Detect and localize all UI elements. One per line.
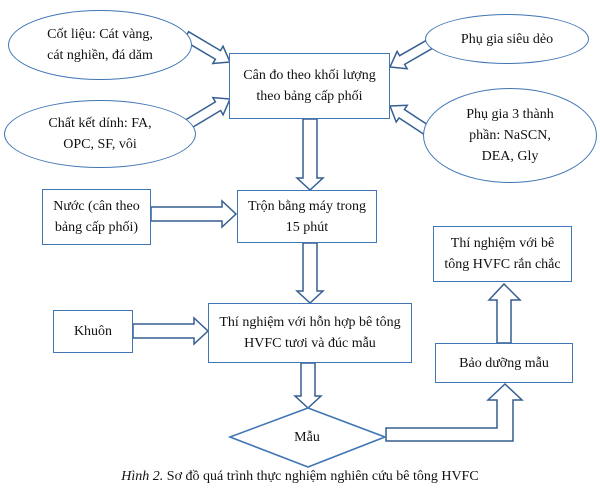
node-binder-label: Chất kết dính: FA, OPC, SF, vôi xyxy=(48,116,152,152)
node-sample: Mẫu xyxy=(257,423,357,451)
arrow-water-to-mix-icon xyxy=(150,199,238,229)
node-superplasticizer: Phụ gia siêu dẻo xyxy=(425,14,589,64)
node-mold: Khuôn xyxy=(53,310,133,353)
node-aggregate-label: Cốt liệu: Cát vàng, cát nghiền, đá dăm xyxy=(47,27,153,63)
arrow-binder-to-weigh-icon xyxy=(181,96,232,132)
node-binder: Chất kết dính: FA, OPC, SF, vôi xyxy=(4,100,196,168)
arrow-mold-to-fresh-test-icon xyxy=(132,316,210,346)
node-water-label: Nước (cân theo bảng cấp phối) xyxy=(53,199,140,235)
node-mix-label: Trộn bằng máy trong 15 phút xyxy=(247,198,367,235)
arrow-mix-to-fresh-test-icon xyxy=(295,242,325,305)
node-water: Nước (cân theo bảng cấp phối) xyxy=(42,189,151,245)
figure-caption-number: Hình 2. xyxy=(121,469,164,484)
arrow-superplasticizer-to-weigh-icon xyxy=(388,38,434,70)
node-mix: Trộn bằng máy trong 15 phút xyxy=(237,190,377,243)
node-ternary-admixture-label: Phụ gia 3 thành phần: NaSCN, DEA, Gly xyxy=(466,107,554,164)
figure-caption-text: Sơ đồ quá trình thực nghiệm nghiên cứu b… xyxy=(163,469,479,484)
arrow-sample-to-curing-icon xyxy=(385,382,524,442)
node-fresh-test: Thí nghiệm với hỗn hợp bê tông HVFC tươi… xyxy=(208,303,412,363)
node-hardened-test-label: Thí nghiệm với bê tông HVFC rắn chắc xyxy=(444,236,561,272)
arrow-aggregate-to-weigh-icon xyxy=(182,30,232,65)
node-fresh-test-label: Thí nghiệm với hỗn hợp bê tông HVFC tươi… xyxy=(219,315,401,351)
node-weigh: Cân đo theo khối lượng theo bảng cấp phố… xyxy=(229,53,390,119)
arrow-weigh-to-mix-icon xyxy=(295,118,325,192)
node-sample-label: Mẫu xyxy=(294,429,320,445)
figure-caption: Hình 2. Sơ đồ quá trình thực nghiệm nghi… xyxy=(0,469,600,485)
arrow-admixture-to-weigh-icon xyxy=(388,104,432,137)
node-mold-label: Khuôn xyxy=(73,324,113,339)
node-curing-label: Bảo dưỡng mẫu xyxy=(459,355,549,371)
node-curing: Bảo dưỡng mẫu xyxy=(435,343,573,383)
node-superplasticizer-label: Phụ gia siêu dẻo xyxy=(460,31,554,47)
node-hardened-test: Thí nghiệm với bê tông HVFC rắn chắc xyxy=(433,226,572,282)
node-weigh-label: Cân đo theo khối lượng theo bảng cấp phố… xyxy=(243,68,376,104)
node-aggregate: Cốt liệu: Cát vàng, cát nghiền, đá dăm xyxy=(8,10,192,80)
node-ternary-admixture: Phụ gia 3 thành phần: NaSCN, DEA, Gly xyxy=(423,88,597,183)
arrow-curing-to-hardened-test-icon xyxy=(487,282,522,344)
diamond-sample-shape xyxy=(227,407,388,468)
arrow-fresh-test-to-sample-icon xyxy=(293,362,323,410)
